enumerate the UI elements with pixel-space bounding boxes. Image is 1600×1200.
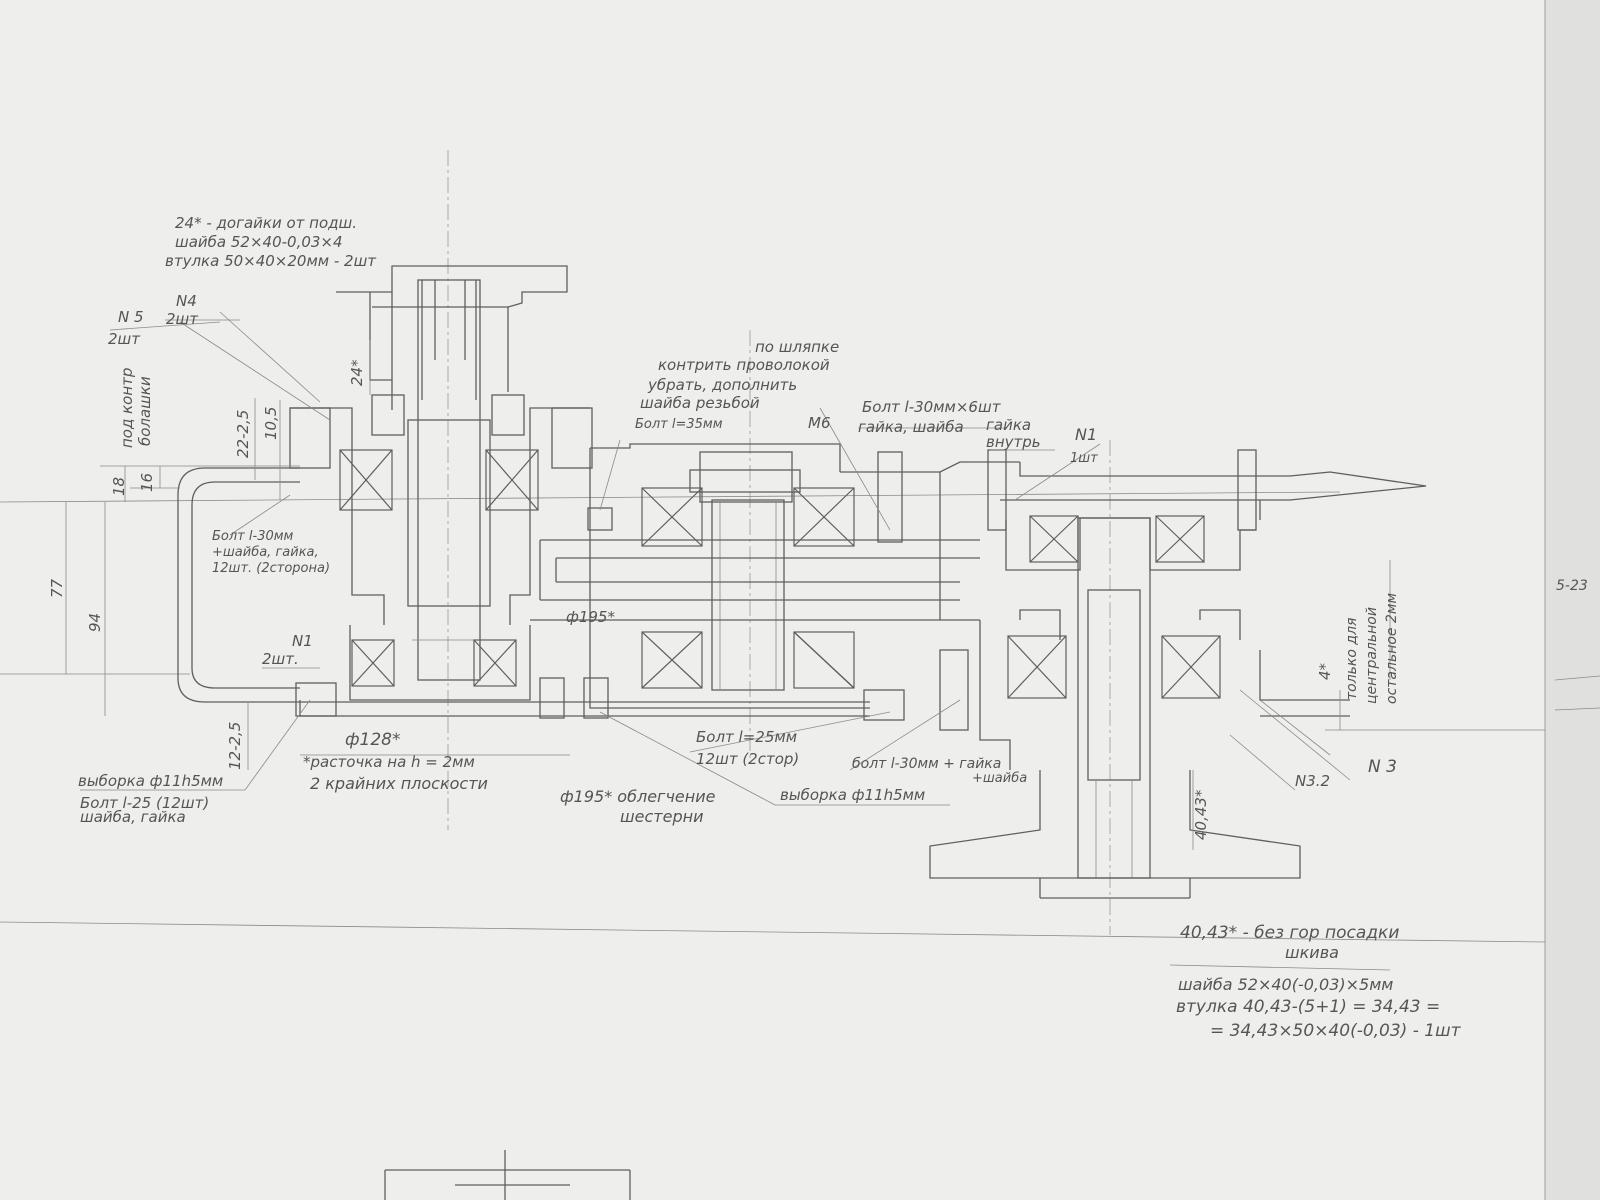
note-rastochka: *расточка на h = 2мм	[303, 753, 475, 771]
note-bolt25-center-1: Болт l=25мм	[696, 728, 797, 746]
label-phi128: ф128*	[345, 730, 400, 750]
note-center-top-6: М6	[808, 414, 831, 432]
note-center-top-2: контрить проволокой	[658, 356, 830, 374]
label-n4: N4	[176, 292, 197, 310]
note-vyborka-left: выборка ф11h5мм	[78, 772, 223, 790]
note-top-left-1: 24* - догайки от подш.	[175, 214, 357, 232]
right-output-shaft-assembly	[929, 449, 1427, 899]
note-bolt25-center-2: 12шт (2стор)	[696, 750, 799, 768]
note-top-left-2: шайба 52×40-0,03×4	[175, 233, 343, 251]
note-ploskosti: 2 крайних плоскости	[310, 774, 488, 793]
label-n1-right-qty: 1шт	[1070, 451, 1098, 466]
dim-40-43: 40,43*	[1192, 789, 1210, 840]
label-n3: N 3	[1368, 757, 1397, 777]
note-bottom-right-1: 40,43* - без гор посадки	[1180, 923, 1399, 943]
left-vertical-shaft-assembly	[177, 265, 870, 719]
note-bolt-left-2: +шайба, гайка,	[212, 545, 319, 560]
dim-77: 77	[48, 578, 66, 598]
label-n5: N 5	[118, 308, 144, 326]
note-bottom-right-2: шкива	[1285, 943, 1339, 962]
center-lines	[0, 150, 1545, 935]
label-phi195-mid: ф195*	[566, 608, 615, 626]
note-vyborka-center: выборка ф11h5мм	[780, 786, 925, 804]
dim-10-5: 10,5	[262, 407, 280, 440]
dimension-lines	[65, 311, 1391, 971]
paper-right-edge	[1545, 0, 1600, 1200]
dim-12: 12-2,5	[226, 722, 244, 770]
center-gear-assembly	[530, 443, 1020, 731]
note-bolt30-top-1: Болт l-30мм×6шт	[862, 398, 1002, 416]
note-bolt25-left-2: шайба, гайка	[80, 808, 186, 826]
note-pod-kontr-2: болашки	[136, 376, 154, 446]
dim-24: 24*	[348, 359, 366, 386]
note-top-left-3: втулка 50×40×20мм - 2шт	[165, 252, 377, 270]
label-n1-left: N1	[292, 632, 313, 650]
note-right-vertical-1: только для	[1344, 618, 1360, 700]
label-n3-2: N3.2	[1295, 772, 1330, 790]
note-bolt30-top-2: гайка, шайба	[858, 418, 964, 436]
note-center-top-1: по шляпке	[755, 338, 839, 356]
note-right-vertical-2: центральной	[1364, 607, 1380, 704]
note-bolt30-bottom-1: болт l-30мм + гайка	[852, 756, 1001, 772]
dim-94: 94	[86, 613, 104, 632]
note-bottom-right-3: шайба 52×40(-0,03)×5мм	[1178, 975, 1393, 994]
note-pod-kontr-1: под контр	[118, 368, 136, 448]
label-n4-qty: 2шт	[166, 310, 199, 328]
note-phi195-2: шестерни	[620, 807, 703, 826]
note-bolt-left-3: 12шт. (2сторона)	[212, 561, 330, 576]
note-gaika-1: гайка	[986, 416, 1031, 434]
note-center-top-3: убрать, дополнить	[647, 376, 797, 394]
note-bolt-left-1: Болт l-30мм	[212, 529, 294, 544]
note-bolt25-left-1: Болт l-25 (12шт)	[80, 794, 209, 812]
note-center-top-4: шайба резьбой	[640, 394, 760, 412]
note-bolt30-bottom-2: +шайба	[972, 771, 1027, 786]
note-center-top-5: Болт l=35мм	[635, 417, 723, 432]
note-right-vertical-3: остальное 2мм	[1384, 593, 1400, 704]
note-gaika-2: внутрь	[986, 433, 1041, 451]
note-edge: 5-23	[1556, 578, 1588, 594]
partial-lower-drawing	[384, 1150, 631, 1200]
note-phi195-1: ф195* облегчение	[560, 787, 716, 806]
dim-22: 22-2,5	[234, 410, 252, 458]
label-n5-qty: 2шт	[108, 330, 141, 348]
label-n1-left-qty: 2шт.	[262, 650, 299, 668]
annotation-texts: 24* - догайки от подш. шайба 52×40-0,03×…	[48, 214, 1588, 1041]
dim-4: 4*	[1316, 662, 1334, 680]
label-n1-right: N1	[1075, 425, 1097, 444]
dim-18: 18	[110, 477, 128, 496]
dim-16: 16	[138, 473, 156, 492]
note-bottom-right-4: втулка 40,43-(5+1) = 34,43 =	[1176, 997, 1440, 1017]
note-bottom-right-5: = 34,43×50×40(-0,03) - 1шт	[1210, 1021, 1462, 1041]
